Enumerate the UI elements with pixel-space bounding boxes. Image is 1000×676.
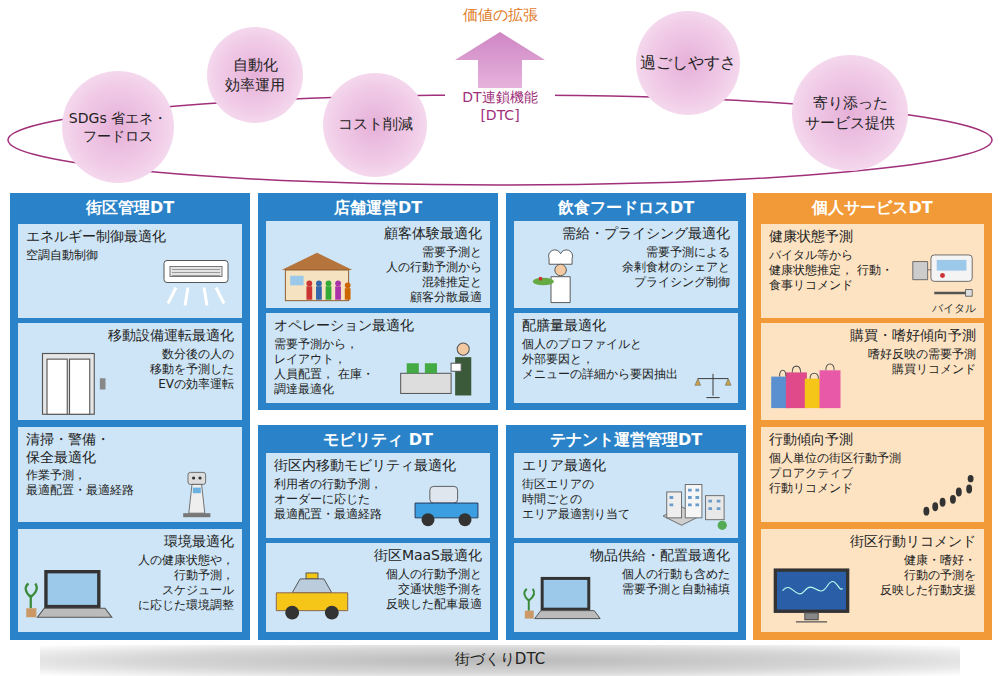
box-heading: オペレーション最適化 [274, 317, 482, 335]
box-heading: 購買・嗜好傾向予測 [769, 327, 976, 345]
illustration [24, 349, 124, 417]
function-box: 物品供給・配置最適化個人の行動も含めた 需要予測と自動補填 [514, 543, 738, 632]
illustration [694, 339, 732, 400]
panel-title: 店舗運営DT [258, 198, 498, 218]
box-heading: 清掃・警備・ 保全最適化 [26, 431, 136, 466]
box-heading: 配膳量最適化 [522, 317, 730, 335]
panel-title: モビリティ DT [258, 430, 498, 450]
function-box: 環境最適化人の健康状態や， 行動予測， スケジュール に応じた環境調整 [18, 529, 242, 632]
box-heading: 物品供給・配置最適化 [522, 547, 730, 565]
function-box: 移動設備運転最適化数分後の人の 移動を予測した EVの効率運転 [18, 323, 242, 420]
illustration [24, 555, 114, 629]
illustration [409, 479, 484, 535]
box-body: 個人の行動予測と 交通状態予測を 反映した配車最適 [362, 567, 482, 612]
box-heading: 需給・プライシング最適化 [522, 225, 730, 243]
circle-label: コスト削減 [325, 115, 425, 135]
value-circle: 過ごしやすさ [636, 11, 740, 115]
function-box: 配膳量最適化個人のプロファイルと 外部要因と， メニューの詳細から要因抽出 [514, 313, 738, 403]
box-body: バイタル等から 健康状態推定， 行動・食事リコメンド [769, 248, 897, 293]
box-heading: 街区行動リコメンド [769, 533, 976, 551]
illustration [767, 349, 851, 417]
illustration [520, 569, 605, 629]
function-box: 街区行動リコメンド健康・嗜好・ 行動の予測を 反映した行動支援 [761, 529, 984, 632]
box-body: 街区エリアの 時間ごとの エリア最適割り当て [522, 477, 647, 522]
function-box: 健康状態予測バイタル等から 健康状態推定， 行動・食事リコメンドバイタル [761, 224, 984, 318]
box-heading: 顧客体験最適化 [274, 225, 482, 243]
box-body: 需要予測と 人の行動予測から 混雑推定と 顧客分散最適 [372, 245, 482, 305]
band-label: 街づくりDTC [40, 650, 960, 669]
illustration [520, 247, 605, 305]
illustration [919, 453, 978, 519]
box-heading: 健康状態予測 [769, 228, 976, 246]
illustration [657, 479, 732, 535]
box-heading: エリア最適化 [522, 457, 730, 475]
box-body: 健康・嗜好・ 行動の予測を 反映した行動支援 [866, 553, 976, 598]
value-label: 価値の拡張 [0, 6, 1000, 25]
box-body: 個人の行動も含めた 需要予測と自動補填 [615, 567, 730, 597]
illustration [156, 470, 236, 518]
function-box: 需給・プライシング最適化需要予測による 余剰食材のシェアと プライシング制御 [514, 221, 738, 308]
value-circle: コスト削減 [323, 73, 427, 177]
dt-panel: 個人サービスDT 健康状態予測バイタル等から 健康状態推定， 行動・食事リコメンド… [753, 193, 992, 640]
function-box: 清掃・警備・ 保全最適化作業予測， 最適配置・最適経路 [18, 427, 242, 522]
ring-label: DT連鎖機能 [DTC] [445, 88, 555, 124]
circle-label: 自動化 効率運用 [213, 56, 297, 95]
function-box: 街区内移動モビリティ最適化利用者の行動予測， オーダーに応じた 最適配置・最適経… [266, 453, 490, 538]
illustration [767, 555, 856, 629]
function-box: 行動傾向予測個人単位の街区行動予測 プロアクティブ 行動リコメンド [761, 427, 984, 522]
box-heading: 環境最適化 [26, 533, 234, 551]
function-box: オペレーション最適化需要予測から， レイアウト， 人員配置， 在庫・調達最適化 [266, 313, 490, 403]
illustration [156, 250, 236, 315]
value-circle: 自動化 効率運用 [207, 27, 303, 123]
dt-panel: モビリティ DT 街区内移動モビリティ最適化利用者の行動予測， オーダーに応じた … [258, 425, 498, 640]
value-circle: SDGs 省エネ・フードロス [62, 71, 174, 183]
box-body: 個人単位の街区行動予測 プロアクティブ 行動リコメンド [769, 451, 909, 496]
function-box: 購買・嗜好傾向予測嗜好反映の需要予測 購買リコメンド [761, 323, 984, 420]
illustration [272, 569, 352, 629]
box-body: 空調自動制御 [26, 248, 146, 263]
circle-label: SDGs 省エネ・フードロス [52, 109, 184, 145]
box-heading: 街区MaaS最適化 [274, 547, 482, 565]
box-heading: エネルギー制御最適化 [26, 228, 234, 246]
box-body: 人の健康状態や， 行動予測， スケジュール に応じた環境調整 [124, 553, 234, 613]
illustration [272, 247, 362, 305]
dt-panel: 店舗運営DT 顧客体験最適化需要予測と 人の行動予測から 混雑推定と 顧客分散最適… [258, 193, 498, 410]
function-box: エリア最適化街区エリアの 時間ごとの エリア最適割り当て [514, 453, 738, 538]
panel-title: 飲食フードロスDT [506, 198, 746, 218]
function-box: 顧客体験最適化需要予測と 人の行動予測から 混雑推定と 顧客分散最適 [266, 221, 490, 308]
box-body: 作業予測， 最適配置・最適経路 [26, 468, 146, 498]
function-box: エネルギー制御最適化空調自動制御 [18, 224, 242, 318]
panel-title: 街区管理DT [10, 198, 250, 218]
box-heading: 移動設備運転最適化 [26, 327, 234, 345]
panel-title: テナント運営管理DT [506, 430, 746, 450]
illustration [907, 250, 978, 300]
box-body: 利用者の行動予測， オーダーに応じた 最適配置・最適経路 [274, 477, 399, 522]
box-heading: 行動傾向予測 [769, 431, 976, 449]
base-band: 街づくりDTC [40, 645, 960, 676]
illustration [394, 339, 484, 400]
box-body: 需要予測から， レイアウト， 人員配置， 在庫・調達最適化 [274, 337, 384, 397]
circle-label: 寄り添った サービス提供 [794, 94, 906, 133]
dt-panel: 街区管理DT エネルギー制御最適化空調自動制御移動設備運転最適化数分後の人の 移動… [10, 193, 250, 640]
box-body: 嗜好反映の需要予測 購買リコメンド [861, 347, 976, 377]
vital-label: バイタル [932, 302, 976, 316]
dt-panel: テナント運営管理DT エリア最適化街区エリアの 時間ごとの エリア最適割り当て物品… [506, 425, 746, 640]
panel-title: 個人サービスDT [753, 198, 992, 218]
box-body: 需要予測による 余剰食材のシェアと プライシング制御 [615, 245, 730, 290]
circle-label: 過ごしやすさ [633, 53, 743, 74]
dt-panel: 飲食フードロスDT 需給・プライシング最適化需要予測による 余剰食材のシェアと プ… [506, 193, 746, 410]
value-circle: 寄り添った サービス提供 [792, 55, 908, 171]
box-body: 個人のプロファイルと 外部要因と， メニューの詳細から要因抽出 [522, 337, 684, 382]
function-box: 街区MaaS最適化個人の行動予測と 交通状態予測を 反映した配車最適 [266, 543, 490, 632]
box-body: 数分後の人の 移動を予測した EVの効率運転 [134, 347, 234, 392]
box-heading: 街区内移動モビリティ最適化 [274, 457, 482, 475]
